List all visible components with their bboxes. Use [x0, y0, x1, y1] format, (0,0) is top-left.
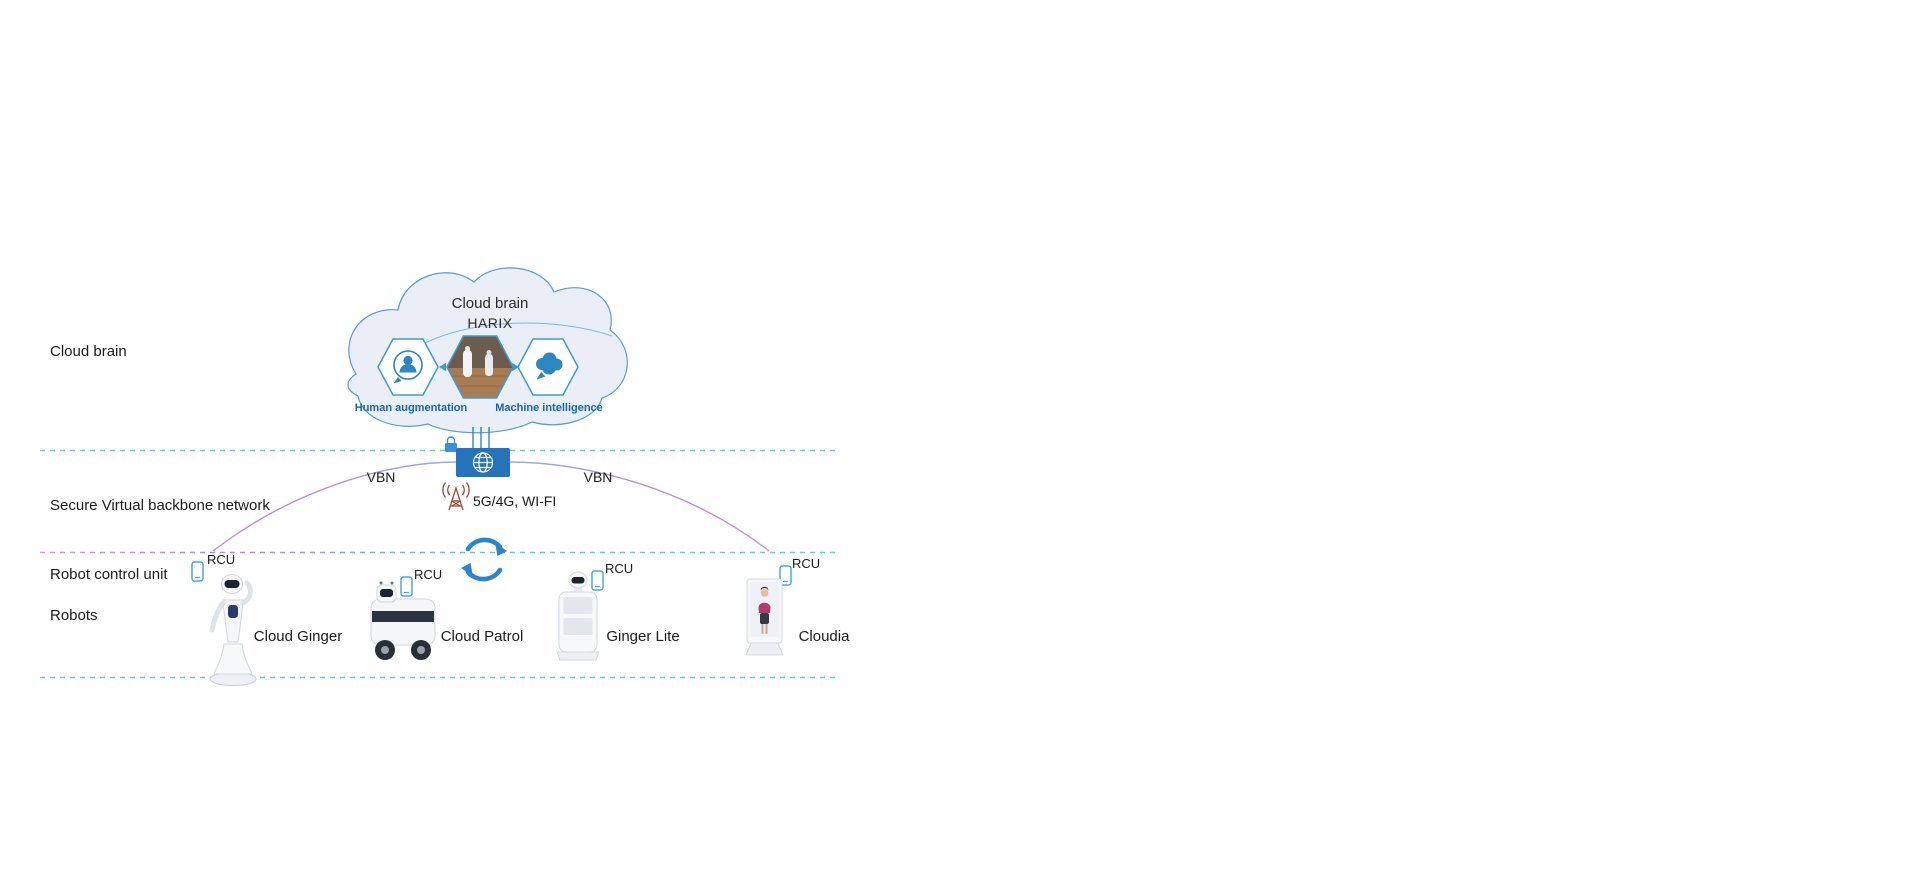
vbn-arc-left [212, 461, 457, 552]
lock-icon [445, 436, 457, 452]
robot-name-cloudia: Cloudia [798, 628, 850, 645]
person-chat-icon [393, 350, 423, 384]
vbn-label-left: VBN [366, 469, 396, 485]
rcu-label-3: RCU [605, 561, 634, 576]
section-label-vbn: Secure Virtual backbone network [50, 497, 270, 514]
hexagon-machine-intelligence [517, 338, 579, 396]
rcu-phone-icon-1 [191, 561, 204, 582]
antenna-icon [442, 482, 470, 511]
cloud-title: Cloud brain [451, 295, 529, 312]
robot-name-cloud-ginger: Cloud Ginger [253, 628, 343, 645]
caption-machine-intelligence: Machine intelligence [495, 402, 603, 414]
cloud-ginger-robot-image [209, 574, 257, 686]
ginger-lite-robot-image [556, 571, 600, 661]
cloud-to-gateway-lines [472, 427, 490, 449]
cloud-subtitle-harix: HARIX [467, 315, 513, 331]
vbn-label-right: VBN [583, 469, 613, 485]
cloudia-robot-image [745, 578, 784, 656]
vbn-arc-right [509, 461, 770, 552]
robot-name-cloud-patrol: Cloud Patrol [440, 628, 524, 645]
brain-bubble-icon [536, 352, 563, 380]
arrow-right-icon [512, 362, 519, 372]
rcu-label-4: RCU [792, 556, 821, 571]
section-label-cloud-brain: Cloud brain [50, 343, 127, 360]
wireless-label: 5G/4G, WI-FI [473, 493, 557, 509]
hexagon-human-augmentation [377, 338, 439, 396]
gateway-box [456, 448, 510, 477]
arrow-left-icon [439, 362, 446, 372]
globe-icon [472, 452, 494, 473]
sync-arrows-icon [461, 537, 507, 582]
rcu-label-1: RCU [207, 552, 236, 567]
section-label-rcu: Robot control unit [50, 566, 168, 583]
rcu-label-2: RCU [414, 567, 443, 582]
rcu-phone-icon-3 [591, 570, 604, 591]
robot-name-ginger-lite: Ginger Lite [606, 628, 680, 645]
caption-human-augmentation: Human augmentation [354, 402, 468, 414]
section-label-robots: Robots [50, 607, 98, 624]
rcu-phone-icon-2 [400, 576, 413, 597]
rcu-phone-icon-4 [779, 565, 792, 586]
cloud-patrol-robot-image [370, 581, 436, 660]
